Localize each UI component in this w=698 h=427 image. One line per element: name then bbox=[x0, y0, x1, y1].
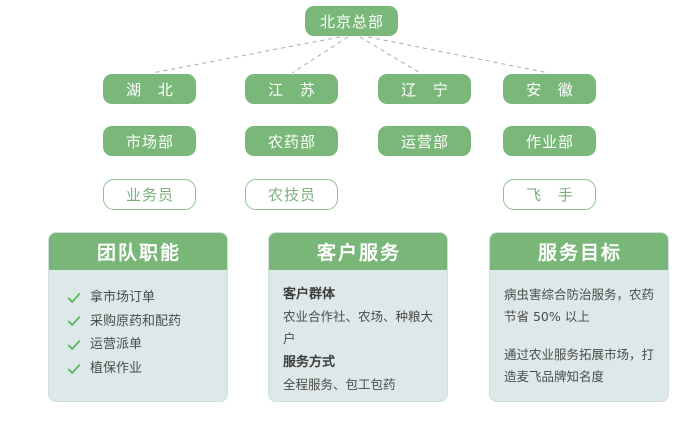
org-node-dept-market[interactable]: 市场部 bbox=[103, 126, 196, 156]
list-item-label: 拿市场订单 bbox=[90, 290, 156, 305]
connector-root-to-col3 bbox=[359, 36, 421, 74]
card-customer-service-title: 客户服务 bbox=[269, 233, 447, 270]
check-icon bbox=[67, 316, 81, 327]
card-customer-service-body: 客户群体 农业合作社、农场、种粮大户 服务方式 全程服务、包工包药 bbox=[269, 270, 447, 396]
list-item: 植保作业 bbox=[67, 361, 213, 377]
org-node-role-pilot[interactable]: 飞 手 bbox=[503, 179, 596, 210]
card-service-goals: 服务目标 病虫害综合防治服务，农药节省 50% 以上 通过农业服务拓展市场，打造… bbox=[489, 232, 669, 402]
org-node-province-jiangsu[interactable]: 江 苏 bbox=[245, 74, 338, 104]
list-item: 运营派单 bbox=[67, 337, 213, 353]
list-item-label: 运营派单 bbox=[90, 337, 143, 353]
list-item-label: 植保作业 bbox=[90, 360, 143, 376]
org-node-dept-fieldwork[interactable]: 作业部 bbox=[503, 126, 596, 156]
connector-root-to-col1 bbox=[151, 36, 341, 74]
card-service-goals-body: 病虫害综合防治服务，农药节省 50% 以上 通过农业服务拓展市场，打造麦飞品牌知… bbox=[490, 270, 668, 388]
list-item-label: 采购原药和配药 bbox=[90, 313, 182, 329]
connector-root-to-col2 bbox=[291, 36, 349, 74]
service-mode-text: 全程服务、包工包药 bbox=[283, 376, 396, 392]
service-mode-heading: 服务方式 bbox=[283, 354, 336, 370]
list-item: 拿市场订单 bbox=[67, 290, 213, 306]
org-node-province-anhui[interactable]: 安 徽 bbox=[503, 74, 596, 104]
org-node-dept-operations[interactable]: 运营部 bbox=[378, 126, 471, 156]
org-node-role-salesperson[interactable]: 业务员 bbox=[103, 179, 196, 210]
list-item: 采购原药和配药 bbox=[67, 314, 213, 330]
customer-group-text: 农业合作社、农场、种粮大户 bbox=[283, 309, 434, 346]
org-node-province-hubei[interactable]: 湖 北 bbox=[103, 74, 196, 104]
goal-paragraph: 病虫害综合防治服务，农药节省 50% 以上 bbox=[504, 287, 655, 324]
card-team-functions: 团队职能 拿市场订单 采购原药和配药 bbox=[48, 232, 228, 402]
connector-root-to-col4 bbox=[367, 36, 550, 74]
team-functions-list: 拿市场订单 采购原药和配药 运营派单 bbox=[67, 290, 213, 376]
org-node-province-liaoning[interactable]: 辽 宁 bbox=[378, 74, 471, 104]
card-service-goals-title: 服务目标 bbox=[490, 233, 668, 270]
card-team-functions-title: 团队职能 bbox=[49, 233, 227, 270]
goal-paragraph: 通过农业服务拓展市场，打造麦飞品牌知名度 bbox=[504, 346, 655, 384]
org-node-headquarters[interactable]: 北京总部 bbox=[305, 6, 398, 36]
org-node-dept-pesticide[interactable]: 农药部 bbox=[245, 126, 338, 156]
check-icon bbox=[67, 292, 81, 303]
check-icon bbox=[67, 340, 81, 350]
customer-group-heading: 客户群体 bbox=[283, 287, 336, 302]
org-node-role-agrotechnician[interactable]: 农技员 bbox=[245, 179, 338, 210]
card-team-functions-body: 拿市场订单 采购原药和配药 运营派单 bbox=[49, 270, 227, 376]
check-icon bbox=[67, 363, 81, 374]
card-customer-service: 客户服务 客户群体 农业合作社、农场、种粮大户 服务方式 全程服务、包工包药 bbox=[268, 232, 448, 402]
